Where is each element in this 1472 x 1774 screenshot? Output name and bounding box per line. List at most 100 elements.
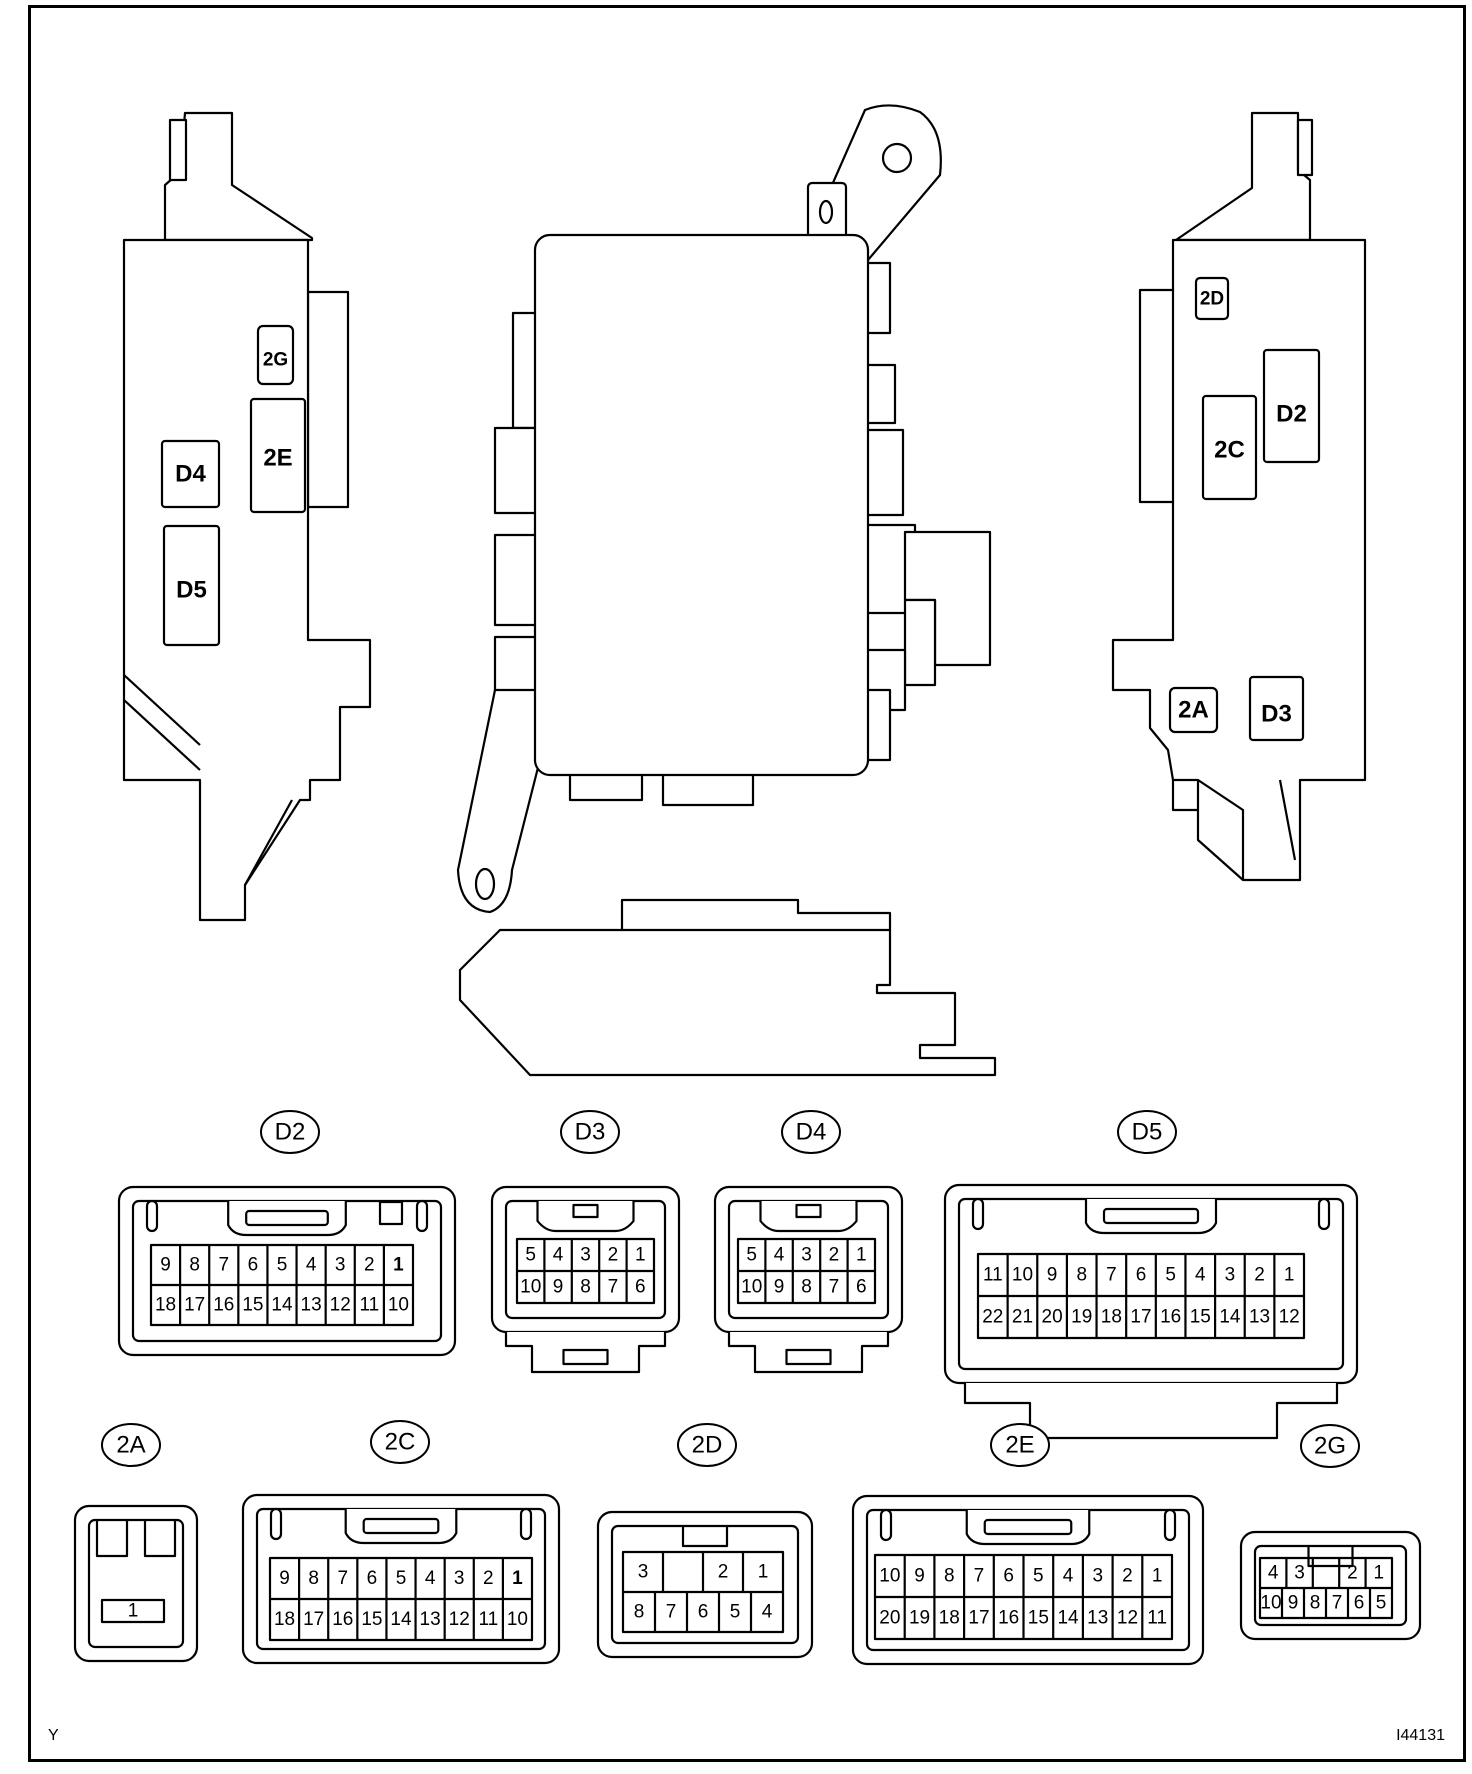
pin-d5-14: 14 — [1219, 1307, 1241, 1328]
pin-2d-6: 6 — [698, 1602, 709, 1623]
pin-d2-7: 7 — [218, 1255, 229, 1276]
pin-2c-12: 12 — [449, 1609, 470, 1630]
pin-2c-10: 10 — [507, 1609, 528, 1630]
pin-2c-5: 5 — [396, 1568, 407, 1589]
pin-grid — [100, 1598, 166, 1624]
svg-text:2G: 2G — [263, 350, 288, 371]
pin-2a-1: 1 — [128, 1601, 139, 1622]
pin-d5-6: 6 — [1136, 1265, 1147, 1286]
tag-D2: D2 — [1262, 348, 1321, 464]
connector-housing — [596, 1510, 814, 1659]
pin-d2-12: 12 — [330, 1295, 351, 1316]
pin-d5-11: 11 — [983, 1265, 1003, 1286]
pin-d3-6: 6 — [635, 1277, 646, 1298]
pin-d3-9: 9 — [553, 1277, 564, 1298]
pin-2e-12: 12 — [1117, 1608, 1138, 1629]
pin-2c-15: 15 — [361, 1609, 382, 1630]
connector-housing — [73, 1504, 199, 1663]
pin-2c-14: 14 — [390, 1609, 412, 1630]
pin-d2-5: 5 — [277, 1255, 288, 1276]
pin-2e-1: 1 — [1152, 1566, 1163, 1587]
pin-d4-4: 4 — [774, 1245, 785, 1266]
pin-d5-8: 8 — [1076, 1265, 1087, 1286]
tag-D5: D5 — [162, 524, 221, 647]
pin-d2-4: 4 — [306, 1255, 317, 1276]
svg-text:2E: 2E — [1005, 1432, 1034, 1459]
pin-2c-16: 16 — [332, 1609, 353, 1630]
pin-2g-10: 10 — [1260, 1593, 1281, 1614]
pin-d5-1: 1 — [1284, 1265, 1295, 1286]
pin-d2-15: 15 — [242, 1295, 263, 1316]
pin-d3-2: 2 — [608, 1245, 619, 1266]
pin-2e-3: 3 — [1092, 1566, 1103, 1587]
pin-2c-9: 9 — [279, 1568, 290, 1589]
left-side-view: 2G 2E D4 D5 — [122, 111, 372, 922]
svg-text:D3: D3 — [575, 1119, 606, 1146]
pin-d5-13: 13 — [1249, 1307, 1270, 1328]
pin-2g-6: 6 — [1354, 1593, 1365, 1614]
connector-housing — [241, 1493, 561, 1665]
pin-d4-10: 10 — [741, 1277, 762, 1298]
svg-text:D5: D5 — [176, 577, 207, 604]
pin-2g-7: 7 — [1332, 1593, 1343, 1614]
connector-2a: 2A 1 — [73, 1423, 199, 1663]
connector-title-2g: 2G — [1300, 1424, 1360, 1468]
svg-text:2E: 2E — [263, 445, 292, 472]
pin-2c-17: 17 — [303, 1609, 324, 1630]
pin-2e-6: 6 — [1003, 1566, 1014, 1587]
pin-d5-4: 4 — [1195, 1265, 1206, 1286]
pin-2c-1: 1 — [512, 1568, 523, 1589]
pin-d2-11: 11 — [359, 1295, 379, 1316]
pin-2g-8: 8 — [1310, 1593, 1321, 1614]
pin-d4-1: 1 — [856, 1245, 867, 1266]
pin-2g-2: 2 — [1347, 1563, 1358, 1584]
connector-title-2a: 2A — [101, 1423, 161, 1467]
right-side-view: 2D D2 2C 2A D3 — [1111, 111, 1367, 882]
figure-id: I44131 — [1396, 1727, 1445, 1744]
pin-2e-20: 20 — [879, 1608, 900, 1629]
pin-2g-1: 1 — [1374, 1563, 1385, 1584]
pin-2d-4: 4 — [762, 1602, 773, 1623]
pin-2c-18: 18 — [274, 1609, 295, 1630]
pin-d2-6: 6 — [248, 1255, 259, 1276]
connector-title-2d: 2D — [677, 1423, 737, 1467]
pin-d3-10: 10 — [520, 1277, 541, 1298]
svg-text:2A: 2A — [116, 1432, 145, 1459]
pin-2e-16: 16 — [998, 1608, 1019, 1629]
svg-text:D4: D4 — [175, 461, 206, 488]
pin-2c-7: 7 — [337, 1568, 348, 1589]
pin-d4-9: 9 — [774, 1277, 785, 1298]
pin-d5-21: 21 — [1012, 1307, 1033, 1328]
pin-2d-1: 1 — [758, 1562, 769, 1583]
pin-2e-13: 13 — [1087, 1608, 1108, 1629]
pin-d4-7: 7 — [829, 1277, 840, 1298]
pin-2c-6: 6 — [367, 1568, 378, 1589]
pin-d2-9: 9 — [160, 1255, 171, 1276]
pin-d2-18: 18 — [155, 1295, 176, 1316]
pin-d4-3: 3 — [801, 1245, 812, 1266]
pin-d5-3: 3 — [1225, 1265, 1236, 1286]
pin-2e-2: 2 — [1122, 1566, 1133, 1587]
pin-2d-3: 3 — [638, 1562, 649, 1583]
pin-d4-2: 2 — [829, 1245, 840, 1266]
pin-2g-3: 3 — [1294, 1563, 1305, 1584]
connector-title-d3: D3 — [560, 1110, 620, 1154]
pin-d3-3: 3 — [580, 1245, 591, 1266]
pin-2c-11: 11 — [478, 1609, 498, 1630]
pin-2d-7: 7 — [666, 1602, 677, 1623]
pin-d5-17: 17 — [1130, 1307, 1151, 1328]
footer-left-code: Y — [48, 1727, 59, 1744]
pin-2e-18: 18 — [939, 1608, 960, 1629]
pin-d5-7: 7 — [1106, 1265, 1117, 1286]
pin-d5-20: 20 — [1042, 1307, 1063, 1328]
pin-2d-2: 2 — [718, 1562, 729, 1583]
svg-text:2D: 2D — [692, 1432, 723, 1459]
pin-d5-18: 18 — [1101, 1307, 1122, 1328]
pin-d5-5: 5 — [1165, 1265, 1176, 1286]
pin-2c-13: 13 — [420, 1609, 441, 1630]
tag-2G: 2G — [256, 324, 295, 386]
pin-2d-8: 8 — [634, 1602, 645, 1623]
pin-d2-3: 3 — [335, 1255, 346, 1276]
